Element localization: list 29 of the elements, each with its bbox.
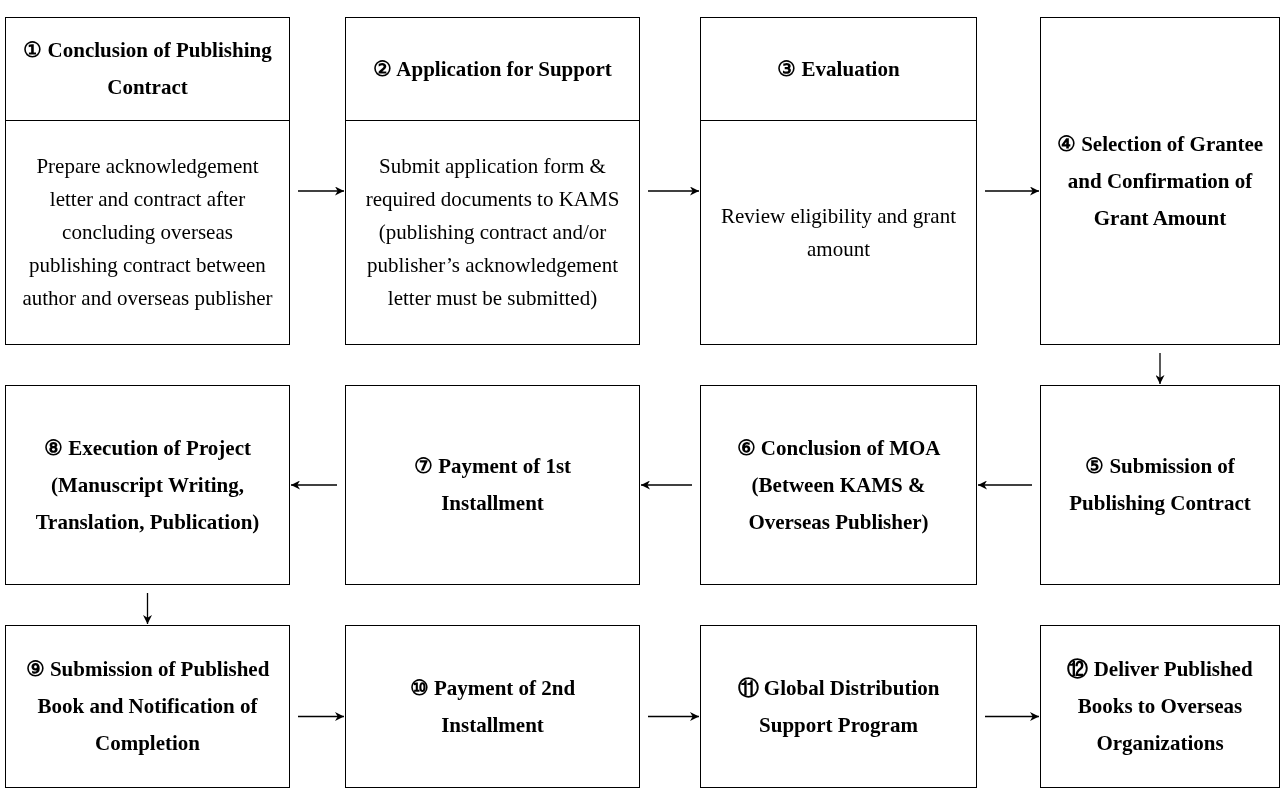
- step-box: [700, 17, 977, 345]
- step-box: [5, 17, 290, 345]
- arrow: [297, 712, 345, 721]
- arrow: [297, 186, 345, 196]
- step-box: ⑪ Global Distribution Support Program: [700, 625, 977, 788]
- step-box: [345, 17, 640, 345]
- step-heading: ① Conclusion of Publishing Contract: [6, 18, 289, 121]
- step-box: ⑫ Deliver Published Books to Overseas Organizations: [1040, 625, 1280, 788]
- step-heading: ③ Evaluation: [701, 18, 976, 121]
- step-box: ⑨ Submission of Published Book and Notification of Completion: [5, 625, 290, 788]
- step-box: ⑤ Submission of Publishing Contract: [1040, 385, 1280, 585]
- step-box: ⑩ Payment of 2nd Installment: [345, 625, 640, 788]
- step-box: ⑧ Execution of Project (Manuscript Writing, Translation, Publication): [5, 385, 290, 585]
- step-heading: ② Application for Support: [346, 18, 639, 121]
- arrow: [984, 712, 1040, 721]
- step-box: ⑦ Payment of 1st Installment: [345, 385, 640, 585]
- step-description: Submit application form & required documents to KAMS (publishing contract and/or publisher’s acknowledgement letter must be submitted): [364, 153, 621, 312]
- arrow: [647, 186, 700, 196]
- arrow: [647, 712, 700, 721]
- arrow: [290, 480, 338, 490]
- arrow: [143, 592, 152, 625]
- step-description: Review eligibility and grant amount: [720, 202, 957, 263]
- step-box: ⑥ Conclusion of MOA (Between KAMS & Overseas Publisher): [700, 385, 977, 585]
- arrow: [640, 480, 693, 490]
- step-box: ④ Selection of Grantee and Confirmation of Grant Amount: [1040, 17, 1280, 345]
- step-description: Prepare acknowledgement letter and contract after concluding overseas publishing contract between author and overseas publisher: [21, 153, 274, 312]
- arrow: [977, 480, 1033, 490]
- arrow: [1155, 352, 1165, 385]
- arrow: [984, 186, 1040, 196]
